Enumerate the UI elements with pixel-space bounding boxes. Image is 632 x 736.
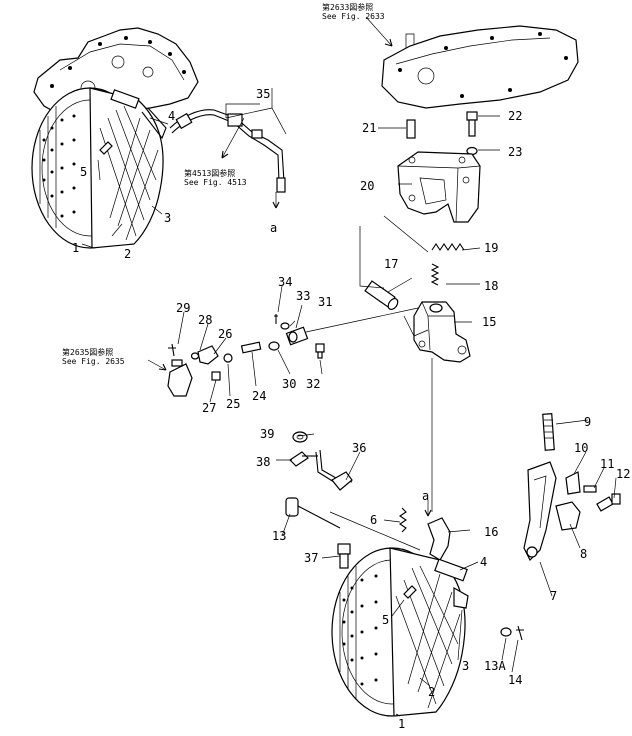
callout-33: 33 <box>296 289 310 303</box>
brake-band-drum-top <box>31 87 167 249</box>
callout-29: 29 <box>176 301 190 315</box>
bolt-12 <box>596 493 621 512</box>
leader-lines <box>81 16 617 717</box>
callout-9: 9 <box>584 415 591 429</box>
pin-10 <box>565 471 581 495</box>
callout-20: 20 <box>360 179 374 193</box>
bolt-24 <box>240 341 262 354</box>
ref-2633-en: See Fig. 2633 <box>322 12 385 21</box>
bolt-13 <box>285 497 341 529</box>
dowel-pin-21 <box>406 119 416 139</box>
valve-2635-fitting <box>167 359 193 397</box>
pin-14 <box>516 625 524 641</box>
elbow-26 <box>197 345 219 365</box>
callout-7: 7 <box>550 589 557 603</box>
adjuster-9 <box>542 413 555 451</box>
callout-8: 8 <box>580 547 587 561</box>
connector-a-bottom: a <box>422 489 429 503</box>
pipe-36 <box>315 449 353 491</box>
washer-30 <box>268 341 280 351</box>
clevis-8 <box>555 501 581 531</box>
callout-32: 32 <box>306 377 320 391</box>
callout-36: 36 <box>352 441 366 455</box>
callout-13: 13 <box>272 529 286 543</box>
plug-27 <box>211 371 221 381</box>
fitting-31 <box>285 326 309 346</box>
brake-pipe-assembly <box>169 109 286 193</box>
callout-12: 12 <box>616 467 630 481</box>
ref-2633-jp: 第2633図参照 <box>322 2 373 12</box>
lever-16 <box>427 517 451 561</box>
washer-25 <box>223 353 233 363</box>
callout-2-top: 2 <box>124 247 131 261</box>
callout-3-bottom: 3 <box>462 659 469 673</box>
callout-31: 31 <box>318 295 332 309</box>
bolt-22 <box>466 111 478 137</box>
callout-16: 16 <box>484 525 498 539</box>
brake-band-drum-bottom <box>331 547 469 717</box>
spring-18 <box>430 263 440 286</box>
valve-housing-top-right <box>381 25 579 109</box>
nut-39 <box>292 431 308 443</box>
callout-28: 28 <box>198 313 212 327</box>
callout-10: 10 <box>574 441 588 455</box>
lever-7 <box>523 461 557 562</box>
ref-4513-en: See Fig. 4513 <box>184 178 247 187</box>
pin-34 <box>274 314 278 324</box>
callout-39: 39 <box>260 427 274 441</box>
ref-4513-jp: 第4513図参照 <box>184 168 235 178</box>
ref-2635-jp: 第2635図参照 <box>62 347 113 357</box>
callout-1-bottom: 1 <box>398 717 405 731</box>
connector-a-top: a <box>270 221 277 235</box>
callout-2-bottom: 2 <box>428 685 435 699</box>
bracket-38 <box>289 451 318 467</box>
callout-23: 23 <box>508 145 522 159</box>
callout-1-top: 1 <box>72 241 79 255</box>
callout-4-bottom: 4 <box>480 555 487 569</box>
spring-19 <box>431 243 465 251</box>
callout-27: 27 <box>202 401 216 415</box>
bolt-32 <box>315 343 325 359</box>
callout-18: 18 <box>484 279 498 293</box>
callout-11: 11 <box>600 457 614 471</box>
callout-34: 34 <box>278 275 292 289</box>
valve-bracket-20 <box>397 151 481 223</box>
callout-22: 22 <box>508 109 522 123</box>
callout-6: 6 <box>370 513 377 527</box>
callout-38: 38 <box>256 455 270 469</box>
pin-29 <box>168 343 176 357</box>
ref-2635-en: See Fig. 2635 <box>62 357 125 366</box>
callout-5-top: 5 <box>80 165 87 179</box>
callout-19: 19 <box>484 241 498 255</box>
callout-25: 25 <box>226 397 240 411</box>
callout-26: 26 <box>218 327 232 341</box>
o-ring-28 <box>190 352 200 360</box>
callout-14: 14 <box>508 673 522 687</box>
pin-11 <box>583 485 597 493</box>
valve-body-15 <box>413 301 471 363</box>
callout-30: 30 <box>282 377 296 391</box>
callout-24: 24 <box>252 389 266 403</box>
callout-3-top: 3 <box>164 211 171 225</box>
callout-4-top: 4 <box>168 109 175 123</box>
bolt-37 <box>337 543 351 569</box>
callout-17: 17 <box>384 257 398 271</box>
o-ring-33 <box>280 322 290 330</box>
callout-15: 15 <box>482 315 496 329</box>
callout-13A: 13A <box>484 659 506 673</box>
spring-6 <box>399 507 407 533</box>
callout-5-bottom: 5 <box>382 613 389 627</box>
callout-21: 21 <box>362 121 376 135</box>
spool-17 <box>364 280 399 311</box>
callout-37: 37 <box>304 551 318 565</box>
washer-13A <box>500 627 512 637</box>
callout-35: 35 <box>256 87 270 101</box>
